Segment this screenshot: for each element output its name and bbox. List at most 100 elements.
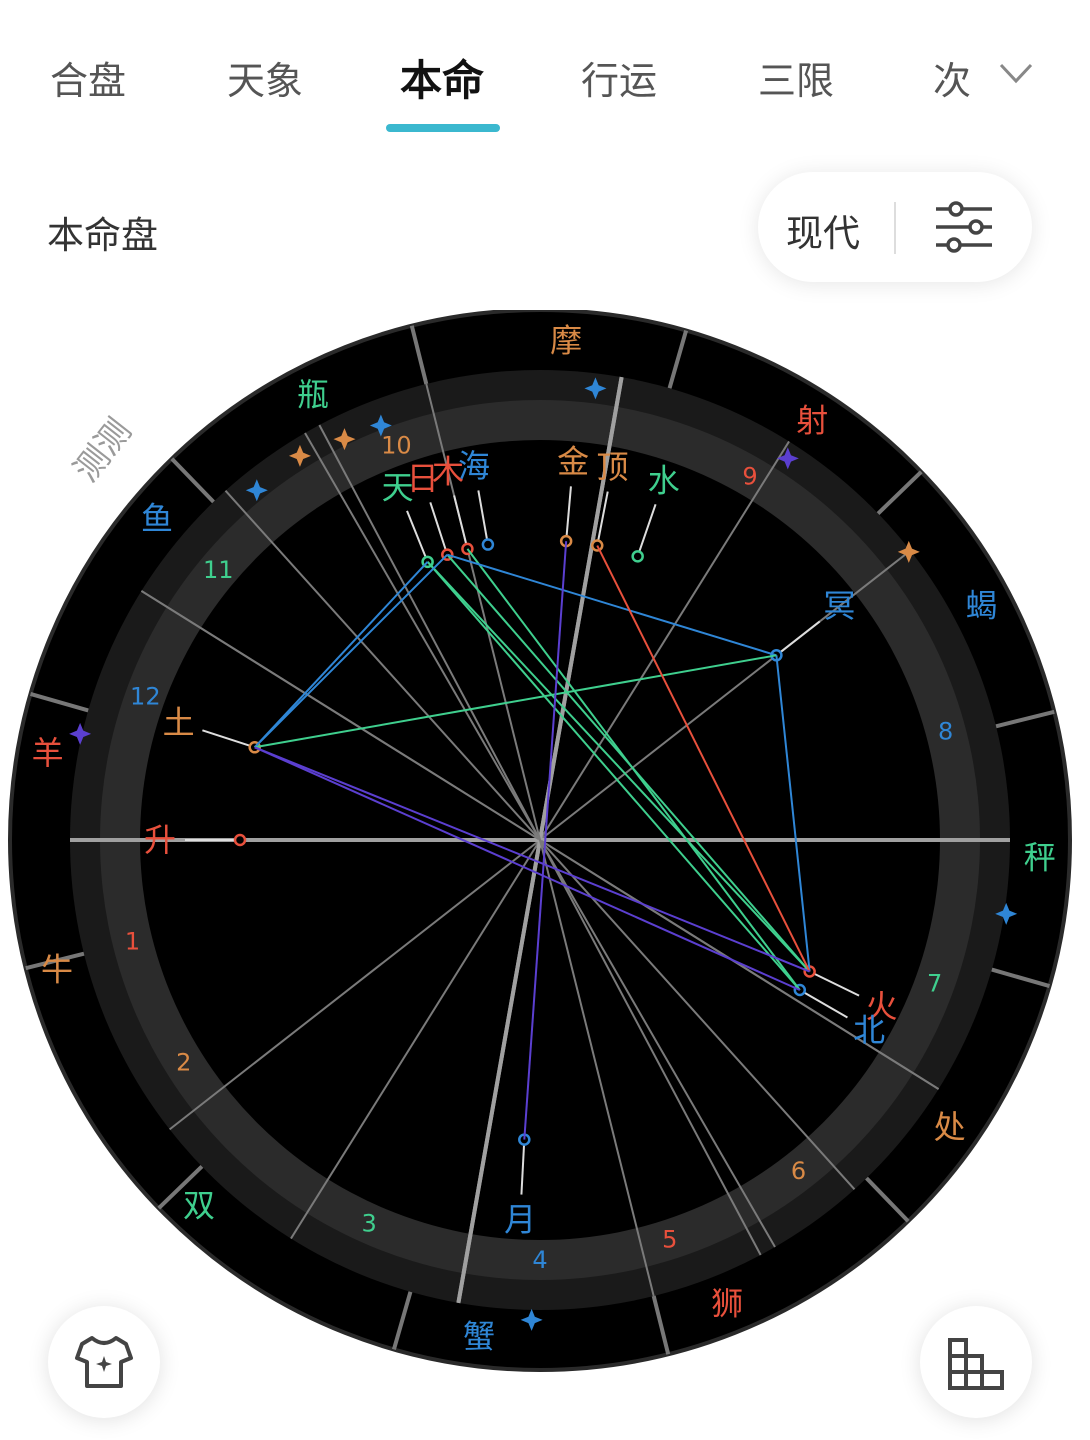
fixed-star-mark xyxy=(897,540,920,563)
tab-natal[interactable]: 本命 xyxy=(399,56,485,105)
planet-leader-line xyxy=(202,729,255,749)
house-cusp-line xyxy=(224,490,856,1190)
chart-settings-pill: 现代 xyxy=(758,172,1032,282)
fixed-star-mark xyxy=(520,1308,543,1331)
house-number: 1 xyxy=(125,928,140,956)
zodiac-sign-label: 蝎 xyxy=(965,586,997,624)
planet-leader-line xyxy=(636,504,657,557)
house-number: 12 xyxy=(130,682,161,710)
zodiac-sign-label: 狮 xyxy=(711,1285,743,1323)
sign-divider xyxy=(391,1291,413,1351)
divider xyxy=(894,202,896,254)
planet-label: 顶 xyxy=(596,448,628,486)
planet-leader-line xyxy=(775,620,821,657)
zodiac-sign-label: 射 xyxy=(796,402,828,440)
aspect-line xyxy=(523,541,568,1140)
sign-divider xyxy=(409,325,429,385)
planet-label: 木 xyxy=(432,452,464,490)
house-number: 11 xyxy=(203,556,234,584)
planet-label: 火 xyxy=(866,988,898,1026)
planet-leader-line xyxy=(406,510,429,563)
page-title: 本命盘 xyxy=(47,214,158,257)
house-number: 3 xyxy=(362,1210,377,1238)
aspect-line xyxy=(426,561,811,973)
tab-tertiary[interactable]: 三限 xyxy=(757,59,835,103)
fixed-star-mark xyxy=(995,902,1018,925)
house-number: 4 xyxy=(532,1246,547,1274)
house-number: 10 xyxy=(381,431,412,459)
fixed-star-mark xyxy=(776,447,799,470)
tab-progressions[interactable]: 次 xyxy=(932,59,972,103)
sign-divider xyxy=(991,967,1051,989)
house-number: 6 xyxy=(791,1157,806,1185)
sign-divider xyxy=(651,1295,671,1355)
fixed-star-mark xyxy=(333,428,356,451)
zodiac-sign-label: 牛 xyxy=(41,950,73,988)
zodiac-sign-label: 鱼 xyxy=(141,500,173,538)
zodiac-sign-label: 瓶 xyxy=(297,375,329,413)
aspect-line xyxy=(253,561,429,748)
house-number: 5 xyxy=(662,1225,677,1253)
aspect-line xyxy=(775,655,811,972)
house-number: 7 xyxy=(927,970,942,998)
fixed-star-mark xyxy=(584,377,607,400)
shirt-button[interactable] xyxy=(48,1306,160,1418)
house-number: 2 xyxy=(176,1049,191,1077)
zodiac-sign-label: 羊 xyxy=(32,734,64,772)
fixed-star-mark xyxy=(369,414,392,437)
active-tab-indicator xyxy=(386,124,500,132)
planet-label: 日 xyxy=(407,460,439,498)
aspect-line xyxy=(254,746,801,991)
shirt-icon xyxy=(75,1336,133,1388)
house-system-button[interactable] xyxy=(920,1306,1032,1418)
planet-leader-line xyxy=(520,1139,526,1195)
planet-label: 月 xyxy=(504,1200,536,1238)
aspect-line xyxy=(254,746,811,973)
zodiac-sign-label: 双 xyxy=(183,1187,215,1225)
tab-transit-sky[interactable]: 天象 xyxy=(226,59,304,103)
sliders-icon[interactable] xyxy=(934,200,994,254)
aspect-line xyxy=(466,548,801,991)
fixed-star-mark xyxy=(69,722,92,745)
planet-marker xyxy=(631,550,644,563)
house-number: 8 xyxy=(938,717,953,745)
planet-leader-line xyxy=(799,989,848,1019)
planet-label: 水 xyxy=(648,462,680,500)
sign-divider xyxy=(865,1176,910,1223)
aspect-line xyxy=(426,561,801,991)
planet-label: 天 xyxy=(382,469,414,507)
planet-label: 金 xyxy=(557,442,589,480)
planet-leader-line xyxy=(453,495,469,550)
aspect-line xyxy=(596,545,811,972)
sign-divider xyxy=(995,709,1055,729)
chart-type-tabs: 合盘 天象 本命 行运 三限 次 xyxy=(0,0,1090,140)
tab-synastry[interactable]: 合盘 xyxy=(49,59,127,103)
zodiac-sign-label: 摩 xyxy=(550,322,582,360)
aspect-line xyxy=(253,553,449,749)
aspect-line xyxy=(447,553,777,657)
planet-label: 土 xyxy=(163,704,195,742)
aspect-line xyxy=(254,654,777,749)
natal-chart-wheel[interactable]: 123456789101112摩射蝎秤处狮蟹双牛羊鱼瓶日木海天金顶水冥火北月升土 xyxy=(0,310,1090,1390)
planet-leader-line xyxy=(477,490,489,545)
chevron-down-icon[interactable] xyxy=(998,60,1034,86)
zodiac-sign-label: 秤 xyxy=(1024,838,1056,876)
planet-marker xyxy=(233,833,247,847)
planet-label: 北 xyxy=(853,1011,885,1049)
planet-leader-line xyxy=(809,970,860,997)
planet-label: 海 xyxy=(458,447,490,485)
fixed-star-mark xyxy=(245,479,268,502)
fixed-star-mark xyxy=(288,444,311,467)
planet-leader-line xyxy=(596,491,609,546)
mode-toggle-button[interactable]: 现代 xyxy=(786,212,860,255)
sign-divider xyxy=(667,329,689,389)
planet-label: 升 xyxy=(144,821,176,859)
tab-transits[interactable]: 行运 xyxy=(580,59,658,103)
zodiac-sign-label: 蟹 xyxy=(463,1317,495,1355)
sign-divider xyxy=(876,470,923,515)
house-number: 9 xyxy=(742,462,757,490)
planet-marker xyxy=(481,538,495,551)
sign-divider xyxy=(29,691,89,713)
sign-divider xyxy=(170,457,215,504)
sign-divider xyxy=(157,1165,204,1210)
